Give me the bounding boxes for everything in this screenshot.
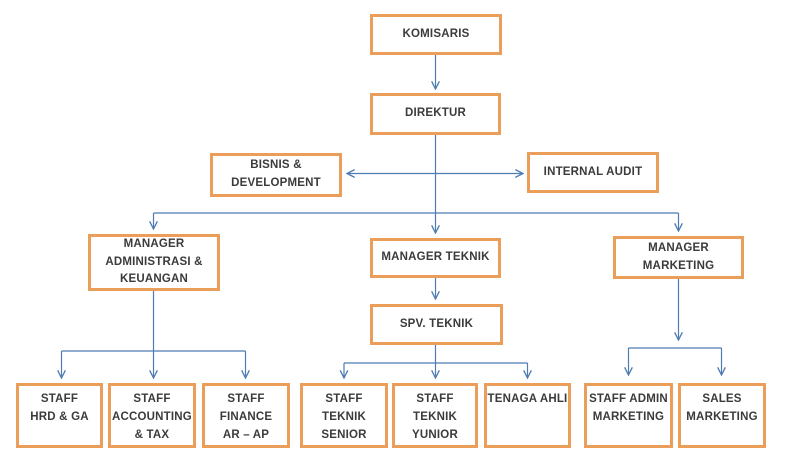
org-node-internal-audit: INTERNAL AUDIT [527,152,659,193]
org-node-tenaga-ahli: TENAGA AHLI [484,383,571,448]
org-node-staff-teknik-yunior: STAFF TEKNIK YUNIOR [392,383,478,448]
org-node-staff-admin-marketing: STAFF ADMIN MARKETING [584,383,673,448]
org-node-spv-teknik: SPV. TEKNIK [370,304,503,345]
org-node-sales-marketing: SALES MARKETING [678,383,766,448]
org-node-staff-hrd-ga: STAFF HRD & GA [16,383,103,448]
org-node-manager-teknik: MANAGER TEKNIK [370,238,501,278]
org-node-manager-marketing: MANAGER MARKETING [613,236,744,279]
org-node-staff-finance-ar-ap: STAFF FINANCE AR – AP [202,383,290,448]
org-node-manager-administrasi-keuangan: MANAGER ADMINISTRASI & KEUANGAN [88,234,220,291]
org-node-komisaris: KOMISARIS [370,14,502,55]
org-node-bisnis-development: BISNIS & DEVELOPMENT [210,153,342,197]
org-node-staff-teknik-senior: STAFF TEKNIK SENIOR [300,383,388,448]
org-node-staff-accounting-tax: STAFF ACCOUNTING & TAX [108,383,196,448]
org-node-direktur: DIREKTUR [370,93,501,135]
